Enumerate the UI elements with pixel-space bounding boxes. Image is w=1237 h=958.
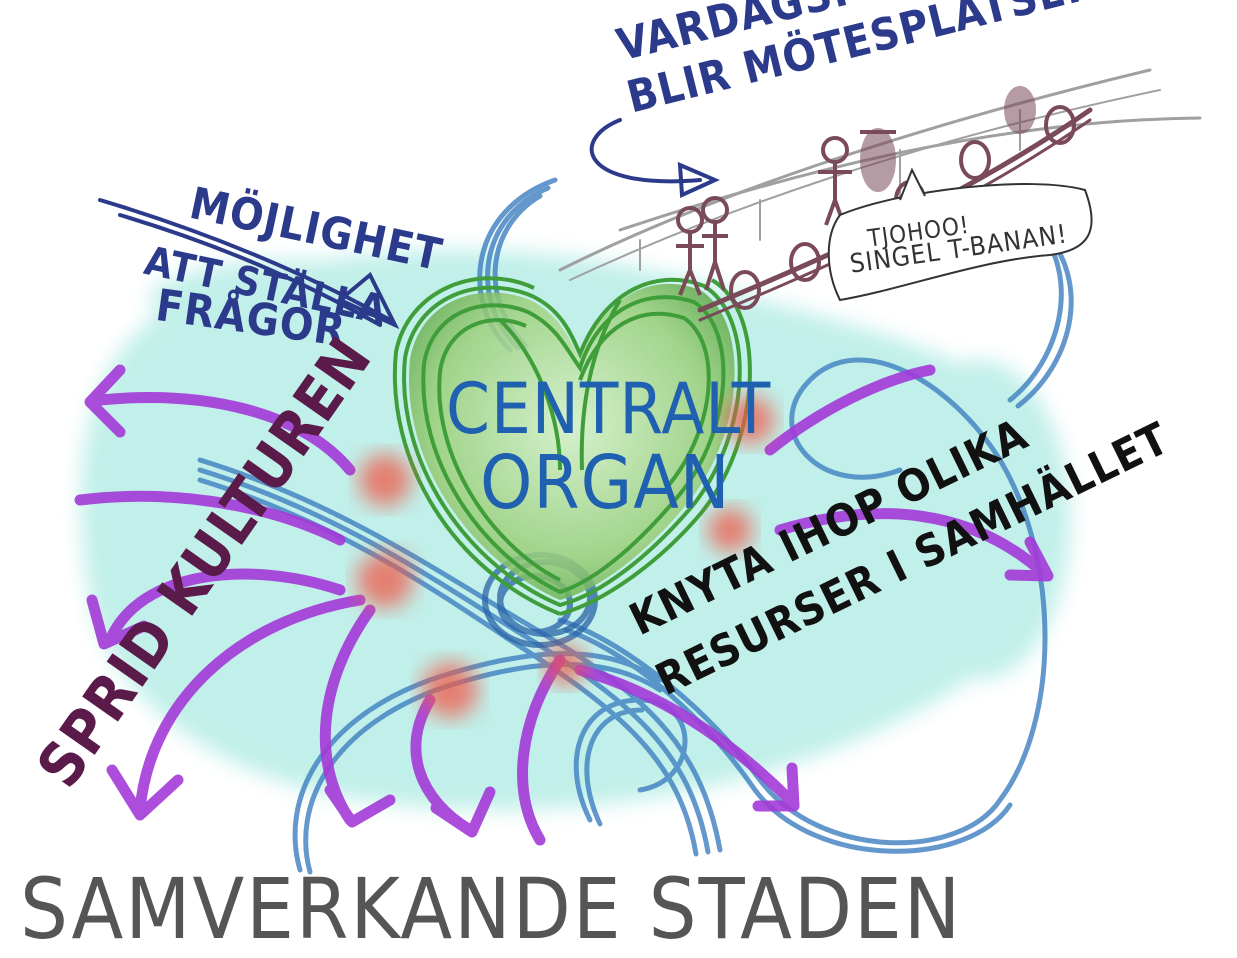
speech-bubble: [827, 167, 1093, 302]
navy-arrows: [98, 118, 720, 330]
spark-dots: [357, 396, 774, 718]
culture-arrows: [74, 364, 1054, 846]
heart-organ: [392, 276, 752, 616]
people-figures: [676, 86, 1036, 296]
